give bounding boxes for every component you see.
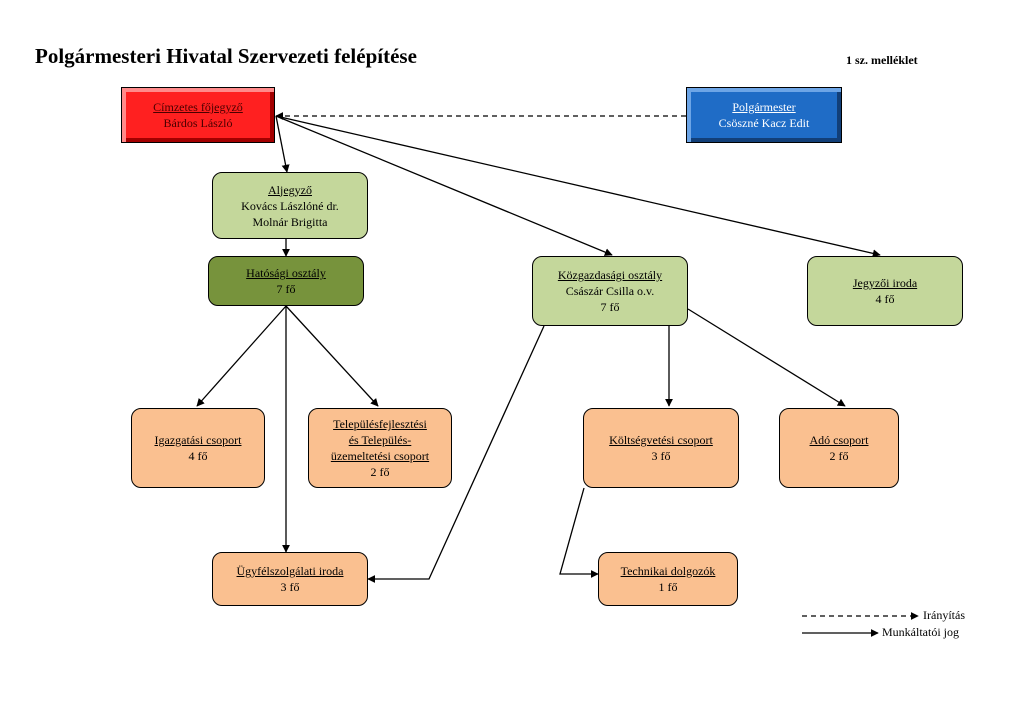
node-title: Településfejlesztési (333, 417, 427, 431)
node-hatosagi-osztaly: Hatósági osztály 7 fő (208, 256, 364, 306)
edge-fojegyzo-to-kozgazdasagi (275, 115, 613, 256)
node-line: 7 fő (600, 300, 620, 314)
node-title: Hatósági osztály (246, 266, 326, 280)
node-line: Csöszné Kacz Edit (718, 116, 810, 130)
legend-dashed-label: Irányítás (923, 608, 965, 622)
node-title: és Település- (348, 433, 412, 447)
node-line: 2 fő (829, 449, 849, 463)
node-title: Közgazdasági osztály (557, 268, 663, 282)
node-title: Címzetes főjegyző (153, 100, 243, 114)
node-title: Technikai dolgozók (620, 564, 716, 578)
node-line: Császár Csilla o.v. (565, 284, 655, 298)
node-line: Kovács Lászlóné dr. (241, 198, 339, 213)
node-line: 2 fő (370, 465, 390, 479)
edge-kozgazdasagi-to-ado (687, 308, 846, 407)
node-line: 7 fő (276, 282, 296, 296)
node-title: Adó csoport (809, 433, 869, 447)
node-line: 1 fő (658, 580, 678, 594)
edge-hatosagi-to-telepulesfejlesztesi (285, 305, 379, 407)
annex-label: 1 sz. melléklet (846, 53, 918, 67)
page-title: Polgármesteri Hivatal Szervezeti felépít… (35, 44, 417, 68)
edge-koltsegvetesi-to-technikai (559, 487, 599, 578)
node-title: Költségvetési csoport (609, 433, 713, 447)
node-igazgatasi-csoport: Igazgatási csoport 4 fő (131, 408, 265, 488)
legend-solid-label: Munkáltatói jog (882, 625, 959, 639)
node-ugyfelszolgalati-iroda: Ügyfélszolgálati iroda 3 fő (212, 552, 368, 606)
node-line: Bárdos László (163, 116, 233, 130)
node-title: Polgármester (732, 100, 796, 114)
node-koltsegvetesi-csoport: Költségvetési csoport 3 fő (583, 408, 739, 488)
node-aljegyzo: Aljegyző Kovács Lászlóné dr. Molnár Brig… (212, 172, 368, 239)
node-line: 3 fő (651, 449, 671, 463)
node-ado-csoport: Adó csoport 2 fő (779, 408, 899, 488)
edge-fojegyzo-to-aljegyzo (275, 115, 290, 173)
edge-hatosagi-to-igazgatasi (196, 305, 287, 407)
node-kozgazdasagi-osztaly: Közgazdasági osztály Császár Csilla o.v.… (532, 256, 688, 326)
node-line: 4 fő (188, 449, 208, 463)
node-title: Jegyzői iroda (852, 276, 918, 290)
node-title: Igazgatási csoport (154, 433, 242, 447)
node-telepulesfejlesztesi-csoport: Településfejlesztési és Település- üzeme… (308, 408, 452, 488)
edge-kozgazdasagi-to-ugyfelszolgalati (367, 325, 545, 583)
node-line: 4 fő (875, 292, 895, 306)
node-technikai-dolgozok: Technikai dolgozók 1 fő (598, 552, 738, 606)
node-title: Aljegyző (268, 182, 312, 197)
node-cimzetes-fojegyzo: Címzetes főjegyző Bárdos László (121, 87, 275, 143)
node-line: Molnár Brigitta (252, 214, 328, 229)
node-title: üzemeltetési csoport (330, 449, 430, 463)
node-title: Ügyfélszolgálati iroda (236, 564, 344, 578)
node-jegyzoi-iroda: Jegyzői iroda 4 fő (807, 256, 963, 326)
edge-fojegyzo-to-jegyzoi-iroda (275, 115, 881, 258)
node-line: 3 fő (280, 580, 300, 594)
node-polgarmester: Polgármester Csöszné Kacz Edit (686, 87, 842, 143)
